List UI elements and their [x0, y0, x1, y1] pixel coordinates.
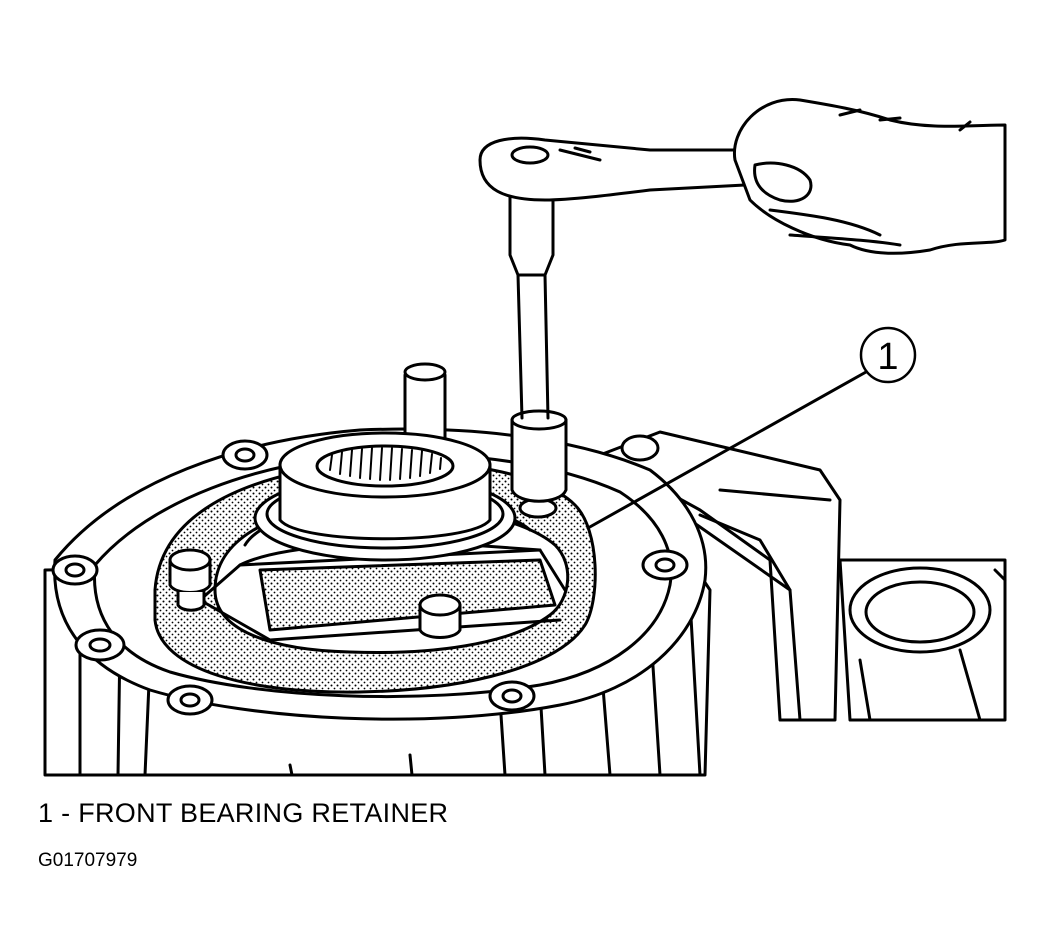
- bolt-hole: [221, 439, 269, 471]
- adapter-housing: [598, 430, 1007, 722]
- bolt-hole: [620, 434, 660, 462]
- bolt-hole: [488, 680, 536, 712]
- ratchet-wrench: [478, 136, 747, 202]
- callout-number: 1: [877, 336, 898, 378]
- input-shaft: [253, 431, 517, 562]
- figure-id: G01707979: [38, 850, 138, 871]
- flange-bolt-holes: [51, 434, 689, 716]
- technician-hand: [732, 98, 1007, 255]
- figure-caption: 1 - FRONT BEARING RETAINER: [38, 798, 449, 828]
- bolt-hole: [51, 554, 99, 586]
- bolt-hole: [74, 628, 126, 662]
- socket-extension: [508, 193, 568, 503]
- retainer-bolt: [168, 548, 212, 612]
- bolt-hole: [641, 549, 689, 581]
- retainer-bolt: [418, 593, 462, 639]
- vent-tube: [403, 362, 447, 442]
- callout-1: [586, 326, 917, 530]
- bolt-hole: [166, 684, 214, 716]
